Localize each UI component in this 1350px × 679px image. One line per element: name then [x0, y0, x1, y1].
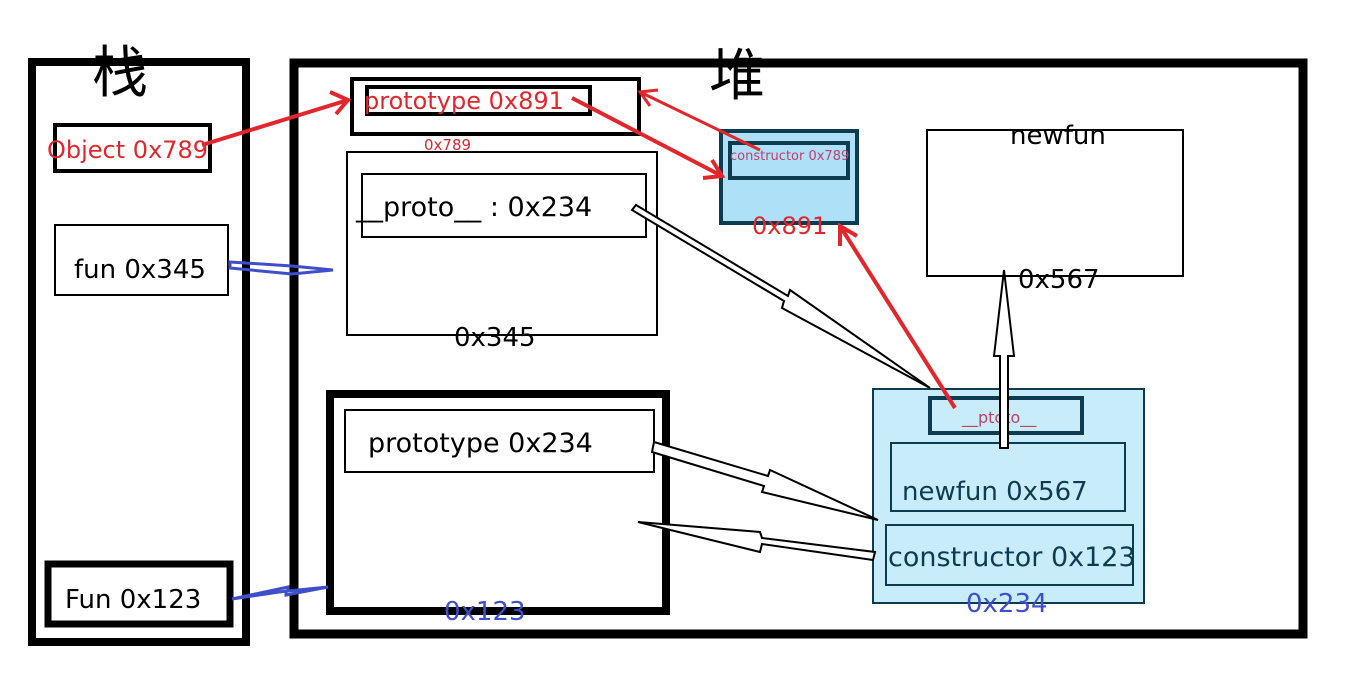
- stack-region: [28, 58, 250, 646]
- stack-title: 栈: [92, 41, 148, 106]
- fun-instance-address: 0x345: [454, 323, 536, 353]
- arrow-prototype-to-Funproto: [650, 440, 879, 521]
- Fun-prototype-constructor-label: constructor 0x123: [888, 542, 1136, 573]
- newfun-object-title: newfun: [1010, 121, 1106, 151]
- object-proto-constructor-field: [728, 141, 850, 180]
- stack-object-label: Object 0x789: [47, 136, 208, 164]
- object-function-box: [350, 77, 641, 136]
- Fun-prototype-address: 0x234: [966, 589, 1048, 619]
- fun-instance-proto-label: __proto__ : 0x234: [355, 192, 592, 223]
- arrow-Fun-to-function: [231, 585, 329, 601]
- arrow-proto-to-objectproto: [838, 222, 957, 410]
- object-prototype-label: prototype 0x891: [364, 87, 564, 115]
- stack-object-box: [53, 123, 212, 173]
- fun-instance-proto-field: [361, 173, 647, 238]
- Fun-function-address: 0x123: [444, 597, 526, 627]
- stack-Fun-label: Fun 0x123: [65, 585, 201, 615]
- arrow-instance-proto-to-Funproto: [630, 203, 931, 389]
- fun-instance-box: [346, 151, 658, 336]
- object-function-address: 0x789: [424, 136, 471, 154]
- arrow-constructor-to-Fun: [637, 521, 877, 562]
- heap-region: [289, 58, 1308, 639]
- object-proto-constructor-label: constructor 0x789: [730, 149, 849, 164]
- arrow-constructor-to-object: [637, 88, 761, 152]
- stack-fun-box: [54, 224, 229, 296]
- stack-fun-label: fun 0x345: [74, 255, 206, 285]
- newfun-object-box: [926, 129, 1184, 277]
- Fun-prototype-label: prototype 0x234: [368, 428, 593, 459]
- arrow-prototype-to-proto-obj: [571, 96, 726, 180]
- Fun-prototype-constructor-field: [885, 524, 1134, 586]
- newfun-object-address: 0x567: [1018, 265, 1100, 295]
- Fun-prototype-newfun-label: newfun 0x567: [902, 477, 1088, 507]
- Fun-function-box: [326, 390, 670, 615]
- object-proto-address: 0x891: [752, 212, 827, 240]
- arrow-fun-to-instance: [228, 260, 334, 276]
- stack-Fun-box: [44, 560, 234, 628]
- arrow-newfun-to-object: [992, 269, 1016, 449]
- heap-title: 堆: [709, 44, 765, 109]
- arrow-object-to-prototype: [201, 90, 352, 147]
- object-prototype-field: [365, 85, 592, 116]
